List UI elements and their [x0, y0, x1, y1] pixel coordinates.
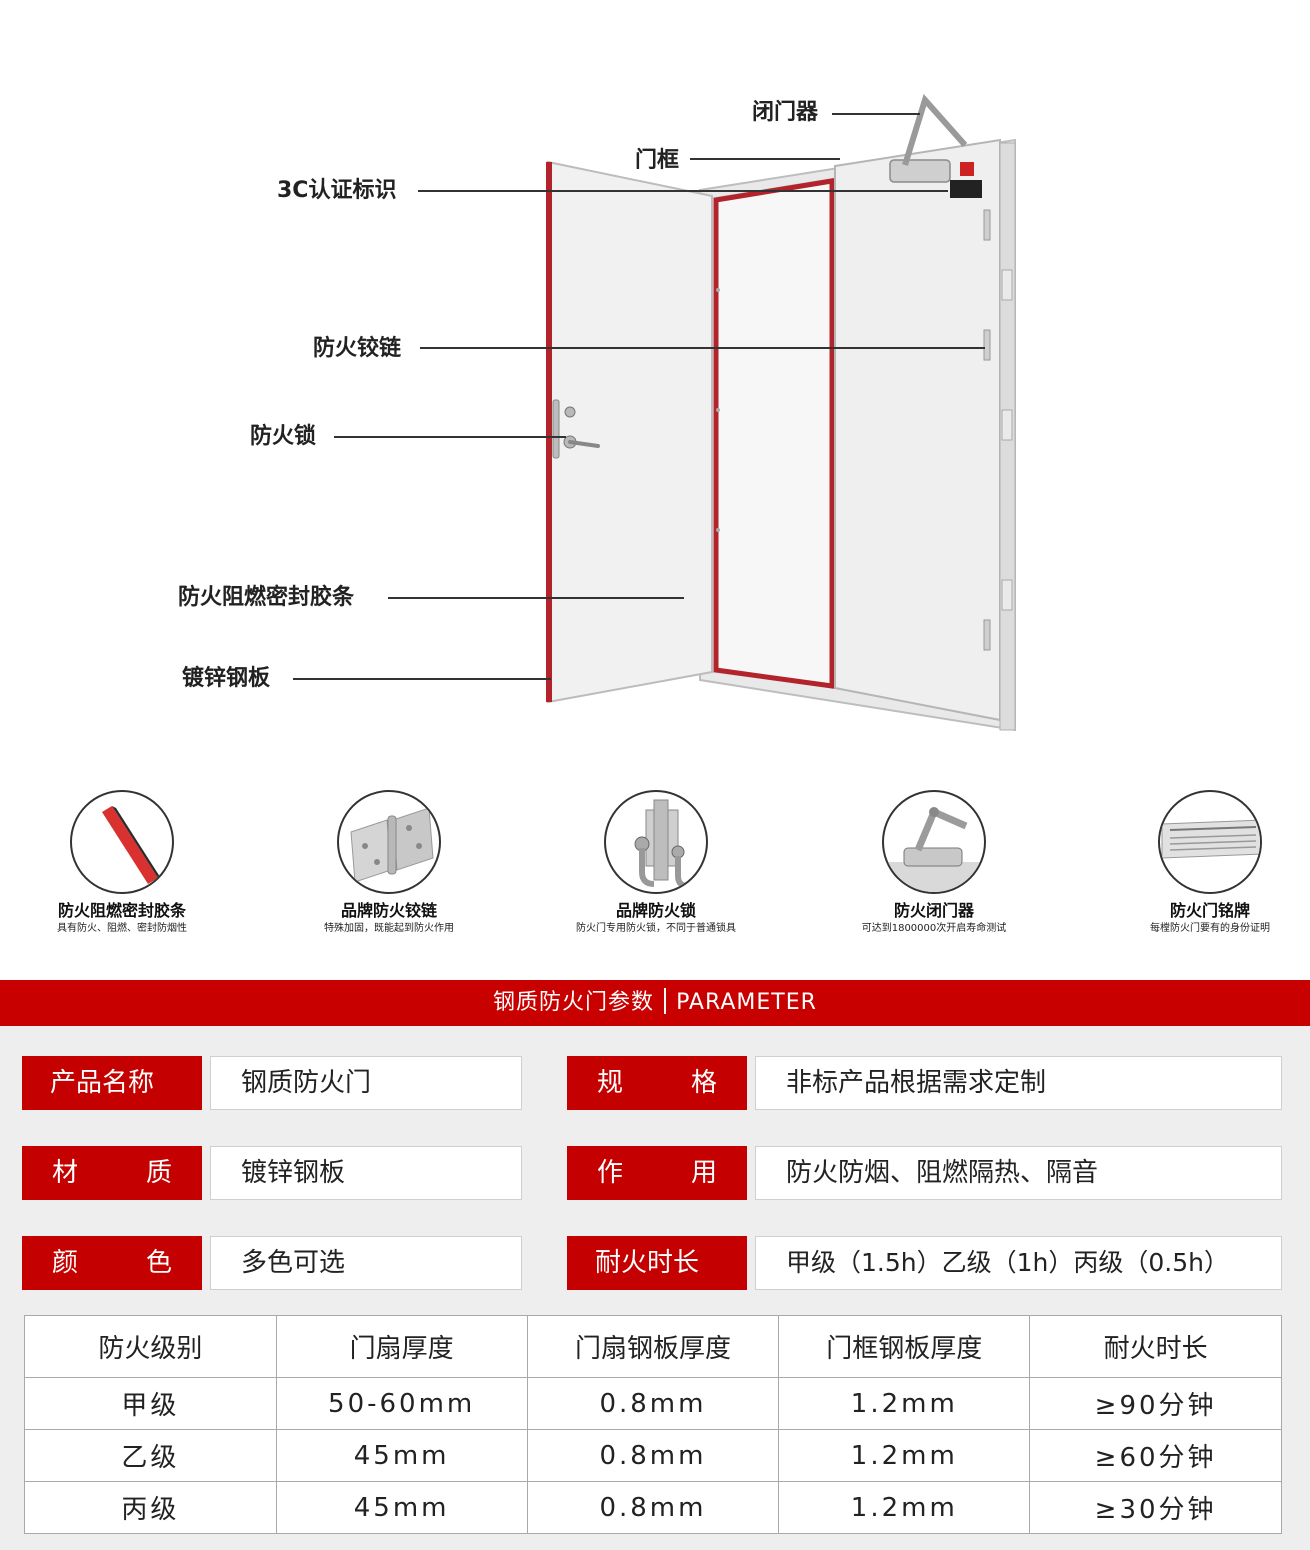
table-row: 丙级 45mm 0.8mm 1.2mm ≥30分钟: [24, 1481, 1282, 1534]
table-cell: 1.2mm: [778, 1429, 1031, 1482]
table-cell: ≥90分钟: [1029, 1377, 1282, 1430]
lock-cylinder-shape: [564, 406, 576, 418]
feature-seal-strip: 防火阻燃密封胶条 具有防火、阻燃、密封防烟性: [2, 780, 242, 936]
param-label-spec: 规格: [567, 1056, 747, 1110]
leader-line: [388, 597, 684, 599]
table-cell: 0.8mm: [526, 1481, 780, 1534]
callout-seal-strip: 防火阻燃密封胶条: [178, 585, 355, 610]
param-label-duration: 耐火时长: [567, 1236, 747, 1290]
label-text: 规: [597, 1068, 624, 1098]
feature-title: 防火阻燃密封胶条: [57, 901, 186, 920]
param-label-material: 材质: [22, 1146, 202, 1200]
table-cell: ≥30分钟: [1029, 1481, 1282, 1534]
hinge-icon: [337, 790, 441, 894]
table-row: 乙级 45mm 0.8mm 1.2mm ≥60分钟: [24, 1429, 1282, 1482]
door-diagram: 闭门器 门框 3C认证标识 防火铰链 防火锁 防火阻燃密封胶条 镀锌钢板: [0, 0, 1310, 760]
table-cell: ≥60分钟: [1029, 1429, 1282, 1482]
leader-line: [293, 678, 551, 680]
callout-3c-cert: 3C认证标识: [277, 178, 397, 203]
table-header: 防火级别: [24, 1315, 277, 1378]
feature-title: 防火门铭牌: [1169, 901, 1250, 920]
feature-row: 防火阻燃密封胶条 具有防火、阻燃、密封防烟性 品牌防火铰链 特殊加固，既能起到防…: [0, 780, 1310, 970]
feature-subtitle: 防火门专用防火锁，不同于普通锁具: [576, 923, 736, 934]
param-row: 颜色 多色可选 耐火时长 甲级（1.5h）乙级（1h）丙级（0.5h）: [0, 1236, 1310, 1290]
feature-title: 品牌防火铰链: [340, 901, 437, 920]
right-door-leaf: [834, 138, 1001, 722]
param-label-color: 颜色: [22, 1236, 202, 1290]
lock-icon: [604, 790, 708, 894]
leader-line: [418, 190, 948, 192]
leader-line: [334, 436, 566, 438]
callout-galvanized-steel: 镀锌钢板: [182, 666, 271, 691]
table-header-row: 防火级别 门扇厚度 门扇钢板厚度 门框钢板厚度 耐火时长: [24, 1315, 1282, 1378]
leader-line: [420, 347, 985, 349]
callout-fire-lock: 防火锁: [250, 424, 317, 449]
feature-nameplate: 防火门铭牌 每樘防火门要有的身份证明: [1090, 780, 1310, 936]
banner-title-cn: 钢质防火门参数: [493, 990, 655, 1015]
feature-hinge: 品牌防火铰链 特殊加固，既能起到防火作用: [269, 780, 509, 936]
param-value-material: 镀锌钢板: [210, 1146, 522, 1200]
table-cell: 45mm: [275, 1481, 528, 1534]
callout-door-closer: 闭门器: [752, 100, 819, 125]
parameter-banner: 钢质防火门参数 PARAMETER: [0, 980, 1310, 1026]
leader-line: [690, 158, 840, 160]
label-text: 作: [597, 1158, 624, 1188]
label-text: 用: [690, 1158, 717, 1188]
param-value-name: 钢质防火门: [210, 1056, 522, 1110]
feature-subtitle: 可达到1800000次开启寿命测试: [861, 923, 1007, 934]
label-text: 产品名称: [50, 1068, 155, 1098]
door-closer-shape: [889, 159, 951, 183]
feature-door-closer: 防火闭门器 可达到1800000次开启寿命测试: [814, 780, 1054, 936]
table-cell: 乙级: [24, 1429, 277, 1482]
table-header: 门框钢板厚度: [778, 1315, 1031, 1378]
banner-title-en: PARAMETER: [676, 990, 817, 1015]
table-cell: 1.2mm: [778, 1481, 1031, 1534]
door-closer-icon: [882, 790, 986, 894]
banner-divider: [664, 988, 667, 1014]
param-value-duration: 甲级（1.5h）乙级（1h）丙级（0.5h）: [755, 1236, 1282, 1290]
param-row: 材质 镀锌钢板 作用 防火防烟、阻燃隔热、隔音: [0, 1146, 1310, 1200]
table-cell: 1.2mm: [778, 1377, 1031, 1430]
label-text: 色: [145, 1248, 172, 1278]
table-header: 耐火时长: [1029, 1315, 1282, 1378]
label-text: 耐火时长: [595, 1248, 700, 1278]
seal-strip-shape: [713, 178, 835, 689]
label-text: 格: [690, 1068, 717, 1098]
feature-subtitle: 每樘防火门要有的身份证明: [1150, 923, 1270, 934]
leader-line: [832, 113, 920, 115]
param-row: 产品名称 钢质防火门 规格 非标产品根据需求定制: [0, 1056, 1310, 1110]
lever-handle-shape: [568, 440, 600, 448]
callout-door-frame: 门框: [635, 148, 680, 173]
feature-title: 防火闭门器: [893, 901, 974, 920]
table-header: 门扇钢板厚度: [526, 1315, 780, 1378]
feature-subtitle: 特殊加固，既能起到防火作用: [324, 923, 454, 934]
param-label-name: 产品名称: [22, 1056, 202, 1110]
param-value-color: 多色可选: [210, 1236, 522, 1290]
label-text: 颜: [52, 1248, 79, 1278]
table-cell: 0.8mm: [526, 1377, 780, 1430]
param-value-function: 防火防烟、阻燃隔热、隔音: [755, 1146, 1282, 1200]
feature-lock: 品牌防火锁 防火门专用防火锁，不同于普通锁具: [536, 780, 776, 936]
label-text: 质: [145, 1158, 172, 1188]
param-label-function: 作用: [567, 1146, 747, 1200]
table-cell: 50-60mm: [275, 1377, 528, 1430]
callout-fire-hinge: 防火铰链: [313, 336, 402, 361]
table-header: 门扇厚度: [275, 1315, 528, 1378]
label-text: 材: [52, 1158, 79, 1188]
feature-title: 品牌防火锁: [615, 901, 696, 920]
feature-subtitle: 具有防火、阻燃、密封防烟性: [57, 923, 187, 934]
table-cell: 0.8mm: [526, 1429, 780, 1482]
table-cell: 丙级: [24, 1481, 277, 1534]
seal-strip-icon: [70, 790, 174, 894]
table-cell: 甲级: [24, 1377, 277, 1430]
spec-table: 防火级别 门扇厚度 门扇钢板厚度 门框钢板厚度 耐火时长 甲级 50-60mm …: [24, 1315, 1282, 1534]
fire-door-illustration: [546, 94, 1016, 732]
param-value-spec: 非标产品根据需求定制: [755, 1056, 1282, 1110]
nameplate-icon: [1158, 790, 1262, 894]
table-row: 甲级 50-60mm 0.8mm 1.2mm ≥90分钟: [24, 1377, 1282, 1430]
table-cell: 45mm: [275, 1429, 528, 1482]
left-door-leaf: [547, 160, 713, 704]
